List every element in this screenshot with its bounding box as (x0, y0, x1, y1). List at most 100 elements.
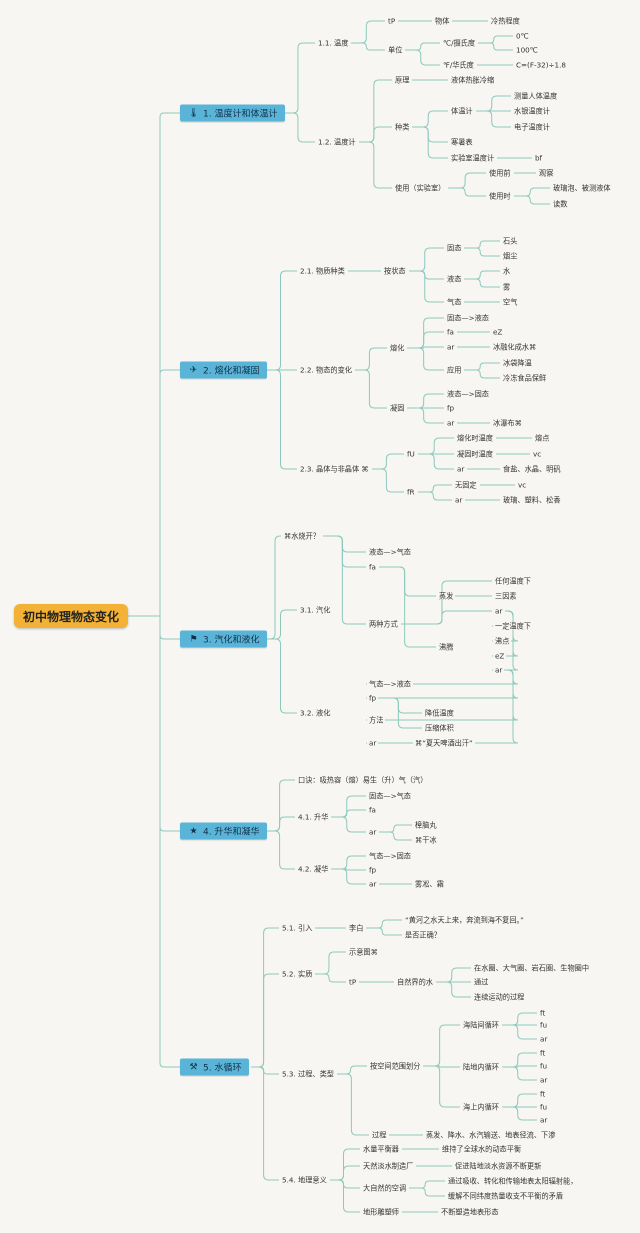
topic-node[interactable]: 玻璃泡、被测液体 (551, 183, 613, 193)
topic-node[interactable]: 固态—>液态 (445, 313, 491, 323)
topic-node[interactable]: 海陆间循环 (461, 1020, 501, 1030)
topic-node[interactable]: 液态—>固态 (445, 389, 491, 399)
topic-node[interactable]: 三因素 (493, 591, 519, 601)
chapter-4-node[interactable]: ★ 4. 升华和凝华 (180, 822, 268, 840)
topic-node[interactable]: 2.1. 物质种类 (298, 266, 347, 276)
topic-node[interactable]: ft (538, 1008, 548, 1018)
topic-node[interactable]: 熔化时温度 (455, 433, 495, 443)
topic-node[interactable]: 地形雕塑师 (361, 1207, 401, 1217)
topic-node[interactable]: 冰融化成水⌘ (491, 342, 539, 352)
topic-node[interactable]: 不断塑造地表形态 (439, 1207, 501, 1217)
topic-node[interactable]: 冰袋降温 (501, 358, 534, 368)
topic-node[interactable]: tP (347, 977, 359, 987)
topic-node[interactable]: bf (533, 153, 545, 163)
topic-node[interactable]: 方法 (367, 715, 386, 725)
topic-node[interactable]: 1.1. 温度 (316, 38, 351, 48)
topic-node[interactable]: ar (445, 342, 457, 352)
topic-node[interactable]: C=(F-32)÷1.8 (514, 60, 568, 70)
topic-node[interactable]: fU (405, 449, 417, 459)
topic-node[interactable]: 按状态 (382, 266, 408, 276)
topic-node[interactable]: fu (538, 1061, 550, 1071)
chapter-3-node[interactable]: ⚑ 3. 汽化和液化 (180, 630, 268, 648)
topic-node[interactable]: 冷冻食品保鲜 (501, 373, 549, 383)
topic-node[interactable]: 电子温度计 (512, 122, 552, 132)
topic-node[interactable]: 石头 (501, 236, 520, 246)
topic-node[interactable]: vc (516, 480, 529, 490)
topic-node[interactable]: 5.2. 实质 (280, 969, 315, 979)
topic-node[interactable]: 按空间范围划分 (368, 1061, 423, 1071)
topic-node[interactable]: ar (538, 1034, 550, 1044)
topic-node[interactable]: 冰瀑布⌘ (491, 418, 524, 428)
topic-node[interactable]: ⌘水烧开？ (282, 531, 322, 541)
chapter-5-node[interactable]: ⚒ 5. 水循环 (180, 1058, 250, 1076)
chapter-2-node[interactable]: ✈ 2. 熔化和凝固 (180, 361, 268, 379)
topic-node[interactable]: 种类 (393, 122, 412, 132)
topic-node[interactable]: 蒸发、降水、水汽输送、地表径流、下渗 (424, 1130, 558, 1140)
topic-node[interactable]: ℃/摄氏度 (441, 38, 478, 48)
topic-node[interactable]: 雾凇、霜 (413, 879, 446, 889)
topic-node[interactable]: 口诀：吸热容（熔）易生（升）气（汽） (296, 775, 430, 785)
topic-node[interactable]: 连续运动的过程 (472, 992, 527, 1002)
topic-node[interactable]: 水量平衡器 (361, 1144, 401, 1154)
topic-node[interactable]: 在水圈、大气圈、岩石圈、生物圈中 (472, 963, 592, 973)
topic-node[interactable]: 气态—>固态 (367, 851, 413, 861)
topic-node[interactable]: 2.2. 物态的变化 (298, 365, 354, 375)
topic-node[interactable]: ar (538, 1115, 550, 1125)
topic-node[interactable]: 压缩体积 (423, 723, 456, 733)
topic-node[interactable]: 5.1. 引入 (280, 923, 315, 933)
topic-node[interactable]: 寒暑表 (449, 137, 475, 147)
topic-node[interactable]: eZ (491, 327, 505, 337)
topic-node[interactable]: 应用 (445, 365, 464, 375)
topic-node[interactable]: ⌘“夏天啤酒出汗” (413, 738, 475, 748)
topic-node[interactable]: fa (367, 805, 378, 815)
topic-node[interactable]: 自然界的水 (395, 977, 435, 987)
topic-node[interactable]: 体温计 (449, 106, 475, 116)
topic-node[interactable]: 玻璃、塑料、松香 (501, 495, 563, 505)
topic-node[interactable]: 是否正确？ (403, 930, 443, 940)
topic-node[interactable]: vc (531, 449, 544, 459)
topic-node[interactable]: fu (538, 1020, 550, 1030)
topic-node[interactable]: ar (493, 665, 505, 675)
topic-node[interactable]: ft (538, 1089, 548, 1099)
topic-node[interactable]: fa (367, 562, 378, 572)
topic-node[interactable]: 测量人体温度 (512, 91, 560, 101)
topic-node[interactable]: 雾 (501, 282, 513, 292)
topic-node[interactable]: 使用前 (487, 168, 513, 178)
topic-node[interactable]: ℉/华氏度 (441, 60, 476, 70)
topic-node[interactable]: 任何温度下 (493, 576, 533, 586)
topic-node[interactable]: 单位 (386, 45, 405, 55)
topic-node[interactable]: 读数 (551, 199, 570, 209)
topic-node[interactable]: 1.2. 温度计 (316, 137, 358, 147)
topic-node[interactable]: 固态 (445, 243, 464, 253)
topic-node[interactable]: 示意图⌘ (347, 947, 380, 957)
topic-node[interactable]: 冷热程度 (489, 16, 522, 26)
topic-node[interactable]: 李白 (347, 923, 366, 933)
topic-node[interactable]: 凝固时温度 (455, 449, 495, 459)
topic-node[interactable]: 陆地内循环 (461, 1062, 501, 1072)
topic-node[interactable]: 熔点 (533, 433, 552, 443)
topic-node[interactable]: 通过 (472, 977, 491, 987)
topic-node[interactable]: fR (405, 487, 417, 497)
topic-node[interactable]: 实验室温度计 (449, 153, 497, 163)
root-topic[interactable]: 初中物理物态变化 (14, 604, 128, 628)
topic-node[interactable]: 3.2. 液化 (298, 708, 333, 718)
topic-node[interactable]: 天然淡水制造厂 (361, 1161, 416, 1171)
topic-node[interactable]: 水 (501, 266, 513, 276)
topic-node[interactable]: 液态 (445, 274, 464, 284)
topic-node[interactable]: 蒸发 (437, 591, 456, 601)
topic-node[interactable]: fp (367, 693, 379, 703)
topic-node[interactable]: 一定温度下 (493, 621, 533, 631)
topic-node[interactable]: 沸腾 (437, 642, 456, 652)
topic-node[interactable]: 物体 (433, 16, 452, 26)
topic-node[interactable]: 0℃ (514, 31, 531, 41)
topic-node[interactable]: ⌘干冰 (413, 835, 439, 845)
topic-node[interactable]: 2.3. 晶体与非晶体 ⌘ (298, 464, 371, 474)
topic-node[interactable]: 过程 (370, 1130, 389, 1140)
topic-node[interactable]: “黄河之水天上来，奔流到海不复回。” (403, 915, 526, 925)
topic-node[interactable]: 液体热胀冷缩 (449, 75, 497, 85)
topic-node[interactable]: 海上内循环 (461, 1102, 501, 1112)
topic-node[interactable]: fu (538, 1102, 550, 1112)
topic-node[interactable]: 空气 (501, 297, 520, 307)
topic-node[interactable]: 4.2. 凝华 (296, 864, 331, 874)
topic-node[interactable]: 液态—>气态 (367, 547, 413, 557)
